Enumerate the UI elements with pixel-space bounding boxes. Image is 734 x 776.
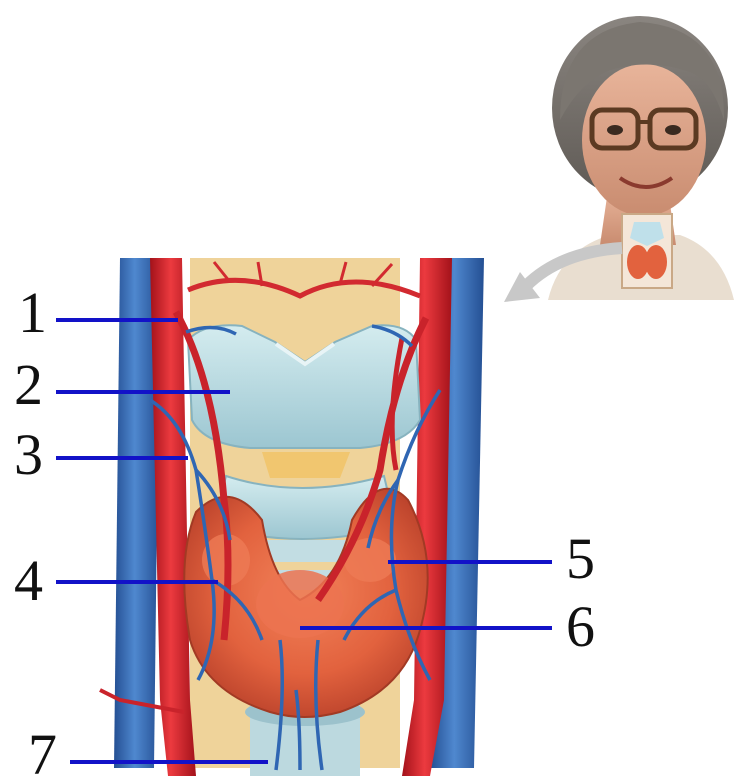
label-5: 5 bbox=[566, 526, 595, 591]
neck-anatomy bbox=[100, 258, 484, 776]
label-2: 2 bbox=[14, 352, 43, 417]
label-6: 6 bbox=[566, 594, 595, 659]
label-3: 3 bbox=[14, 422, 43, 487]
label-7: 7 bbox=[28, 722, 57, 776]
label-1: 1 bbox=[18, 280, 47, 345]
label-4: 4 bbox=[14, 548, 43, 613]
